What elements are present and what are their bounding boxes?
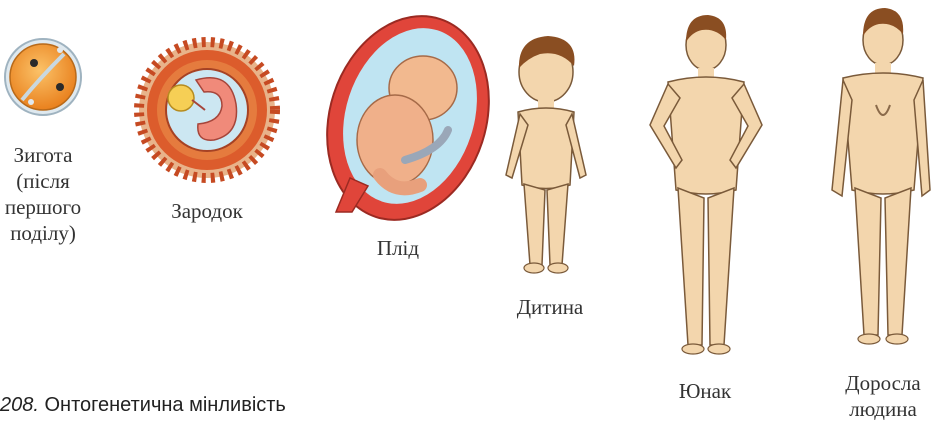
child-figure-icon [506,36,586,273]
adult-figure-icon [832,8,930,344]
adult-label-line: Доросла [830,370,936,396]
figure-number: 208. [0,394,39,416]
youth-figure-icon [650,15,762,354]
child-label-line: Дитина [505,294,595,320]
child-label: Дитина [505,294,595,320]
embryo-icon [139,42,275,178]
adult-label: Доросла людина [830,370,936,422]
zygote-label-line: першого [0,194,86,220]
youth-label-line: Юнак [665,378,745,404]
zygote-label-line: поділу) [0,220,86,246]
figure-caption-text: Онтогенетична мінливість [39,394,286,416]
adult-label-line: людина [830,396,936,422]
fetus-label-line: Плід [358,235,438,261]
embryo-label-line: Зародок [157,198,257,224]
zygote-label-line: Зигота [0,142,86,168]
fetus-in-uterus-icon [302,0,515,241]
zygote-label-line: (після [0,168,86,194]
zygote-two-cell-icon [5,39,81,115]
zygote-label: Зигота (після першого поділу) [0,142,86,246]
fetus-label: Плід [358,235,438,261]
embryo-label: Зародок [157,198,257,224]
figure-caption: 208. Онтогенетична мінливість [0,394,286,417]
youth-label: Юнак [665,378,745,404]
